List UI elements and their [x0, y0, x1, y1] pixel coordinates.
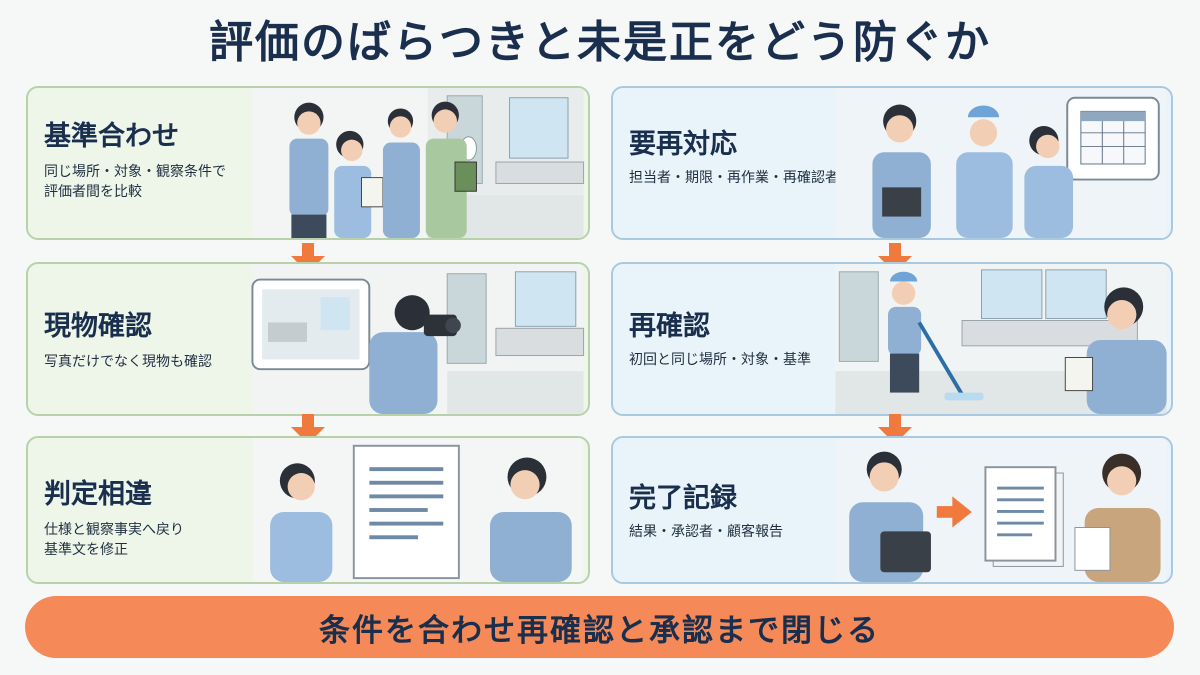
step-heading: 再確認: [629, 311, 710, 342]
evaluators-restroom-illustration: [252, 88, 585, 238]
cleaning-recheck-illustration: [835, 264, 1167, 414]
step-card-physical-check: 現物確認 写真だけでなく現物も確認: [26, 262, 590, 416]
step-card-recheck: 再確認 初回と同じ場所・対象・基準: [611, 262, 1173, 416]
step-card-completion-record: 完了記録 結果・承認者・顧客報告: [611, 436, 1173, 584]
step-description: 写真だけでなく現物も確認: [44, 354, 212, 370]
step-heading: 基準合わせ: [44, 121, 179, 152]
step-description: 初回と同じ場所・対象・基準: [629, 352, 811, 368]
document-review-illustration: [252, 438, 584, 582]
rework-assignment-illustration: [835, 88, 1167, 238]
right-arrow-icon: [936, 496, 972, 528]
page-title: 評価のばらつきと未是正をどう防ぐか: [209, 17, 991, 68]
down-arrow-icon: [878, 414, 912, 444]
completion-report-illustration: [835, 438, 1167, 582]
step-description: 結果・承認者・顧客報告: [629, 524, 783, 540]
down-arrow-icon: [291, 414, 325, 444]
clipboard-icon: [454, 161, 477, 192]
step-description: 仕様と観察事実へ戻り 基準文を修正: [44, 522, 184, 558]
step-heading: 完了記録: [629, 483, 737, 514]
summary-banner: 条件を合わせ再確認と承認まで閉じる: [25, 596, 1174, 658]
clipboard-icon: [880, 531, 931, 573]
step-card-calibration: 基準合わせ 同じ場所・対象・観察条件で 評価者間を比較: [26, 86, 590, 240]
step-heading: 判定相違: [44, 479, 152, 510]
clipboard-icon: [1064, 357, 1094, 392]
clipboard-icon: [882, 187, 922, 217]
document-icon: [984, 466, 1057, 562]
step-description: 同じ場所・対象・観察条件で 評価者間を比較: [44, 164, 226, 200]
step-description: 担当者・期限・再作業・再確認者: [629, 170, 839, 186]
step-card-rework-required: 要再対応 担当者・期限・再作業・再確認者: [611, 86, 1173, 240]
photographer-illustration: [251, 264, 585, 414]
step-heading: 現物確認: [44, 311, 152, 342]
step-card-judgment-difference: 判定相違 仕様と観察事実へ戻り 基準文を修正: [26, 436, 590, 584]
step-heading: 要再対応: [629, 129, 737, 160]
